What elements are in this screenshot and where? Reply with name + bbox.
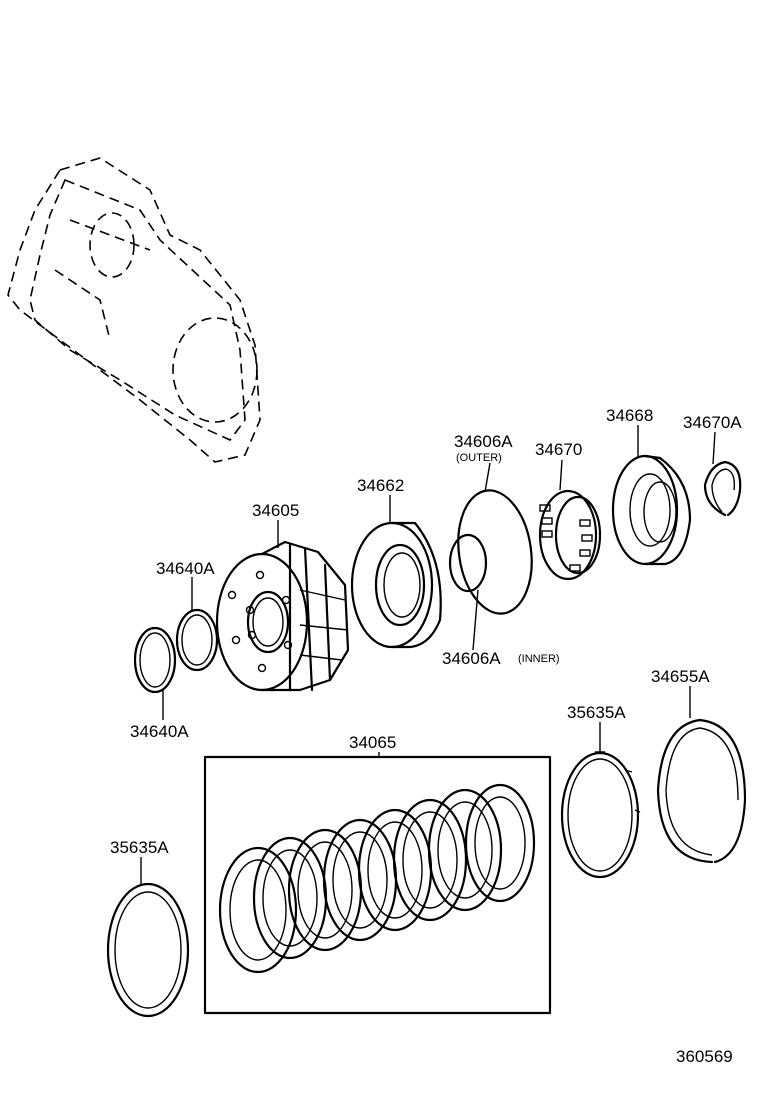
label-34670: 34670 — [535, 440, 582, 459]
part-34668-housing — [611, 454, 692, 566]
part-35635a-plate-right — [560, 751, 641, 879]
transmission-case — [7, 157, 261, 463]
label-35635a-left: 35635A — [110, 838, 169, 857]
reference-number: 360569 — [676, 1047, 733, 1066]
label-34670a: 34670A — [683, 413, 742, 432]
label-34662: 34662 — [357, 476, 404, 495]
clutch-discs — [218, 783, 536, 974]
part-34670-oneway-clutch — [538, 489, 602, 581]
part-34662-drum — [350, 521, 442, 649]
part-34606a-inner-washer — [448, 533, 488, 593]
label-34605: 34605 — [252, 501, 299, 520]
label-34640a-top: 34640A — [156, 559, 215, 578]
label-35635a-right: 35635A — [567, 703, 626, 722]
label-34065: 34065 — [349, 733, 396, 752]
part-34655a-snap-ring — [656, 718, 747, 864]
part-34640a-ring-upper — [175, 608, 219, 672]
part-34605-carrier — [215, 540, 350, 692]
label-34655a: 34655A — [651, 667, 710, 686]
label-34606a-inner-note: (INNER) — [518, 653, 560, 665]
part-34606a-outer-washer — [457, 489, 533, 615]
label-34606a-outer-note: (OUTER) — [456, 452, 502, 464]
callout-labels: 34605 34662 34606A (OUTER) 34670 34668 3… — [110, 406, 742, 1066]
part-34065-clutch-pack — [203, 755, 552, 1015]
part-34670a-snap-ring — [703, 460, 742, 517]
label-34606a-inner: 34606A — [442, 649, 501, 668]
label-34668: 34668 — [606, 406, 653, 425]
leader-lines — [140, 425, 716, 884]
label-34640a-bottom: 34640A — [130, 722, 189, 741]
label-34606a-outer: 34606A — [454, 432, 513, 451]
part-35635a-plate-left — [106, 882, 190, 1018]
part-34640a-ring-lower — [133, 626, 177, 694]
